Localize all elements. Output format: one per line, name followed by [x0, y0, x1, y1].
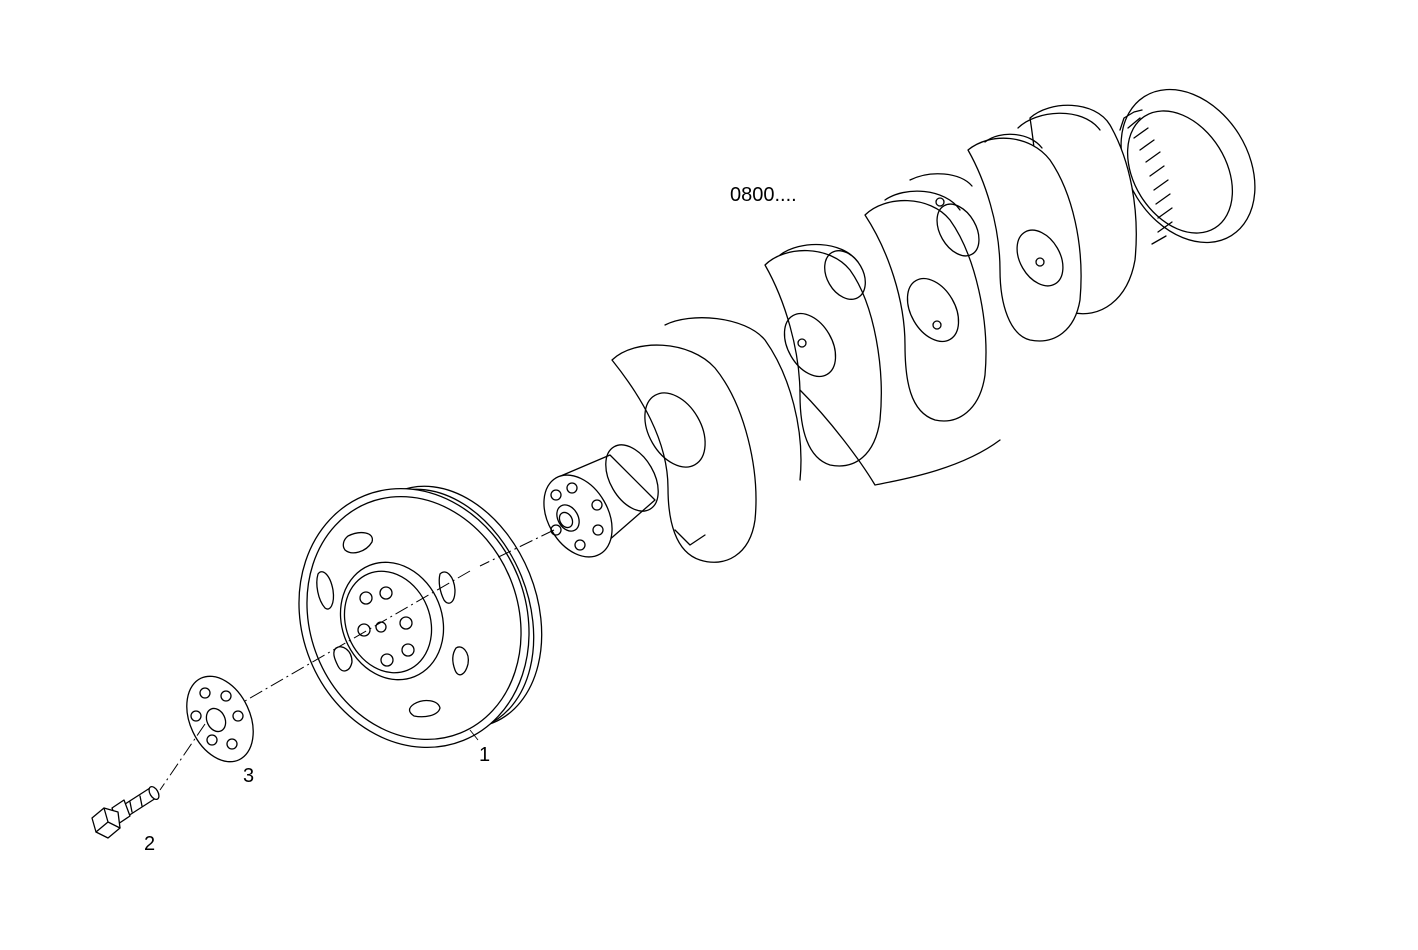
pulley-bolt [91, 785, 160, 839]
callout-1-leader [469, 729, 479, 741]
crankshaft-pulley [298, 485, 543, 749]
callout-2-label: 2 [144, 833, 156, 855]
assembly-axis [159, 529, 555, 791]
crankshaft-rear-flange [1119, 88, 1256, 245]
callout-1-label: 1 [479, 744, 491, 766]
callout-3-label: 3 [243, 765, 255, 787]
crankshaft [543, 88, 1256, 563]
crankshaft-front-snout [543, 444, 659, 558]
group-reference-label: 0800.... [730, 184, 797, 206]
thrust-washer [186, 675, 254, 763]
